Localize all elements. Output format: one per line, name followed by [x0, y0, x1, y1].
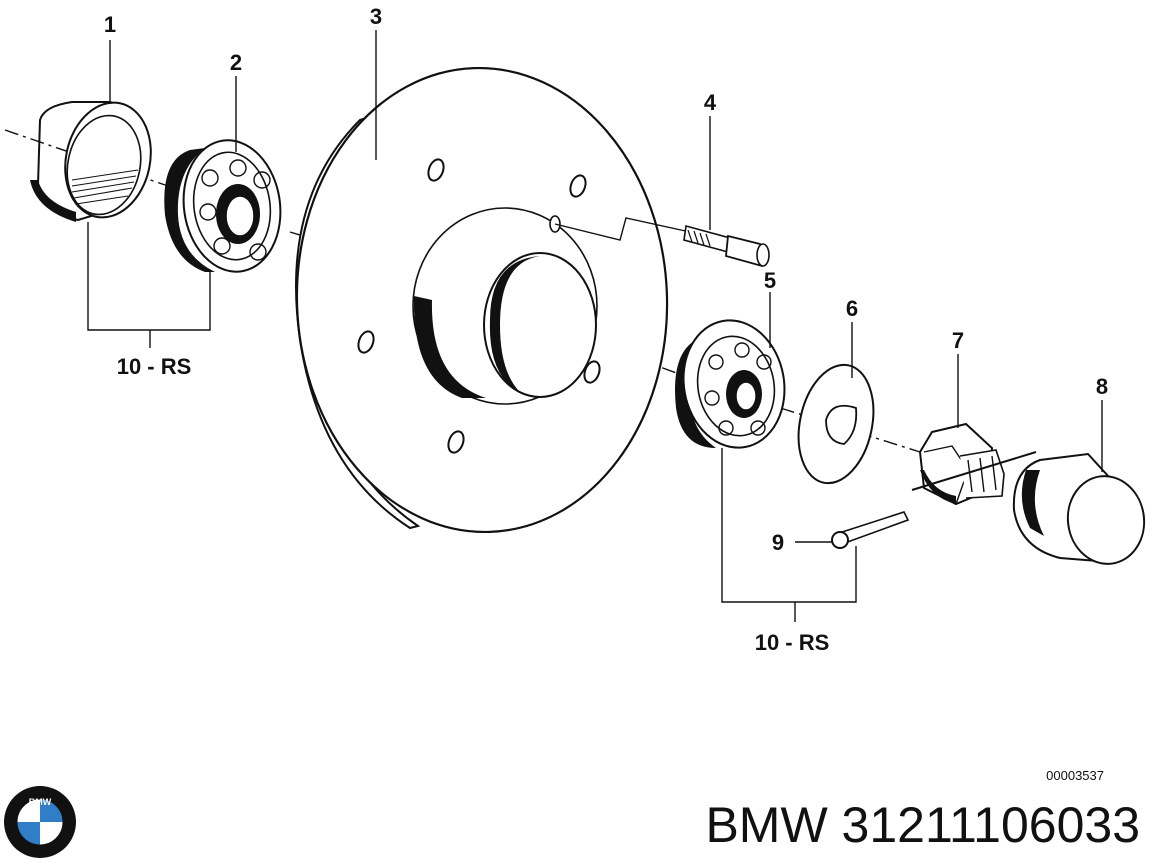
callout-2: 2	[230, 50, 242, 75]
callout-1: 1	[104, 12, 116, 37]
part-1-threaded-ring	[30, 101, 152, 222]
callout-6: 6	[846, 296, 858, 321]
logo-lettering: BMW	[29, 797, 52, 807]
part-6-washer	[797, 363, 875, 485]
part-4-bolt	[554, 217, 770, 268]
bmw-roundel-logo: BMW	[4, 786, 76, 858]
callout-5: 5	[764, 268, 776, 293]
part-number-title: BMW 31211106033	[705, 797, 1140, 853]
part-7-castle-nut	[918, 422, 1005, 506]
callout-labels: 1 2 3 4 5 6 7 8 9 10 - RS 10 - RS 000035…	[104, 4, 1108, 783]
callout-9: 9	[772, 530, 784, 555]
part-9-split-pin	[831, 451, 1037, 549]
leader-lines	[87, 30, 1103, 622]
callout-8: 8	[1096, 374, 1108, 399]
reference-code: 00003537	[1046, 768, 1104, 783]
group-label-left: 10 - RS	[117, 354, 192, 379]
part-5-bearing	[675, 319, 786, 449]
part-2-bearing	[164, 139, 282, 273]
part-8-dust-cap	[1012, 452, 1146, 565]
callout-7: 7	[952, 328, 964, 353]
part-3-brake-disc	[295, 66, 669, 534]
callout-4: 4	[704, 90, 717, 115]
callout-3: 3	[370, 4, 382, 29]
group-label-right: 10 - RS	[755, 630, 830, 655]
